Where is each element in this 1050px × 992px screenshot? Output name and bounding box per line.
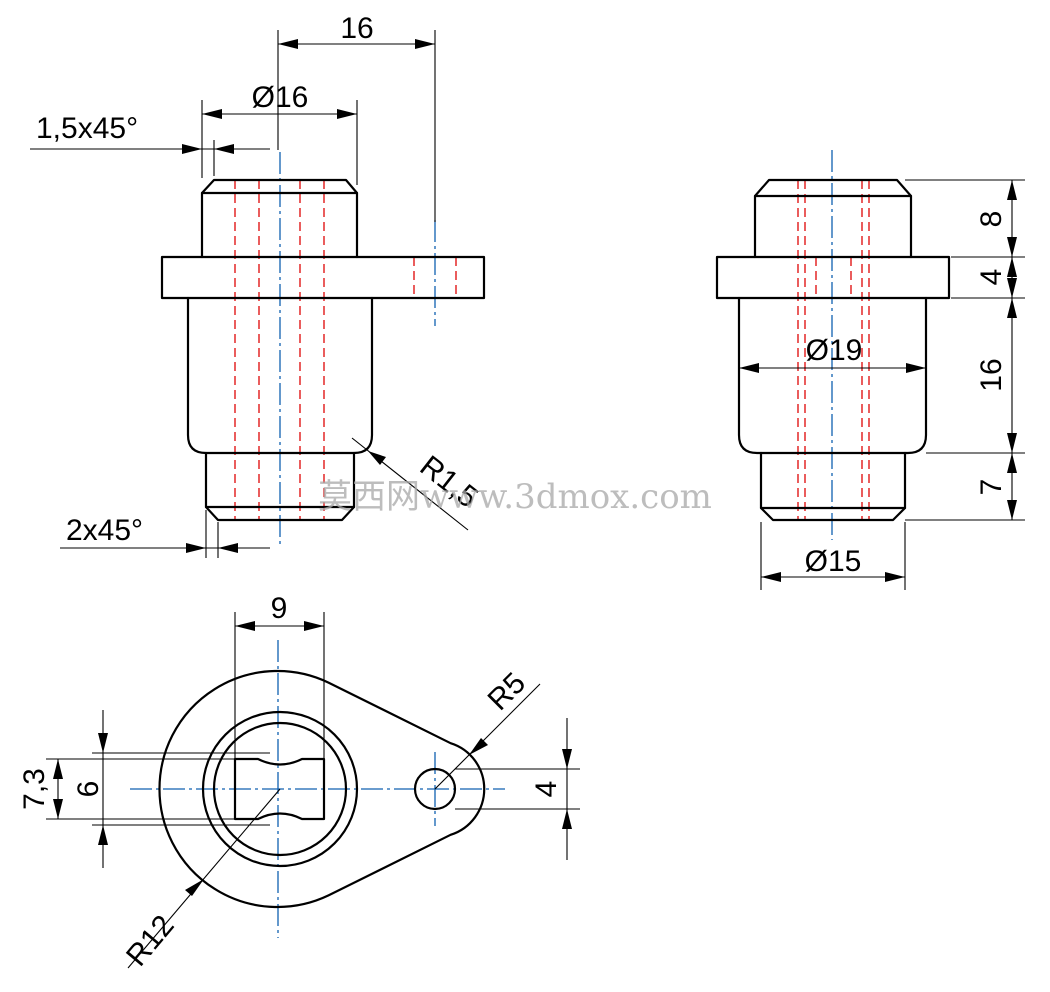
front-hidden-lines bbox=[234, 180, 457, 520]
front-head-outline bbox=[200, 178, 359, 259]
dim-body-diameter: Ø19 bbox=[739, 334, 926, 373]
side-view: 8 4 16 7 Ø19 Ø15 bbox=[715, 150, 1025, 590]
side-head-outline bbox=[753, 178, 913, 259]
dim-chamfer-bottom-label: 2x45° bbox=[66, 514, 143, 547]
dim-body-height-label: 16 bbox=[975, 358, 1008, 391]
dim-height-top: 16 bbox=[277, 12, 436, 222]
dim-neck-height-label: 7 bbox=[975, 479, 1008, 496]
top-view: 9 R5 4 7,3 bbox=[18, 592, 580, 972]
dim-radius-large-label: R12 bbox=[120, 909, 181, 972]
dim-body-diameter-label: Ø19 bbox=[806, 334, 863, 367]
dim-slot-width-label: 9 bbox=[271, 592, 288, 625]
front-neck-outline bbox=[204, 451, 356, 522]
dim-head-height-label: 8 bbox=[975, 211, 1008, 228]
dim-outer-flat: 7,3 bbox=[18, 710, 270, 868]
top-slot bbox=[233, 757, 326, 821]
dim-radius-small-label: R5 bbox=[482, 666, 532, 716]
dim-neck-diameter-label: Ø15 bbox=[805, 545, 862, 578]
side-hidden-lines bbox=[797, 180, 870, 520]
dim-hole-label: 4 bbox=[530, 781, 563, 798]
dim-diameter-top: Ø16 bbox=[201, 81, 358, 185]
dim-chamfer-bottom: 2x45° bbox=[60, 510, 270, 558]
front-flange bbox=[160, 255, 486, 300]
dim-radius-small: R5 bbox=[434, 666, 541, 790]
top-ring-outer bbox=[201, 710, 359, 868]
dim-inner-flat-label: 6 bbox=[72, 781, 105, 798]
watermark: 莫西网www.3dmox.com bbox=[318, 477, 712, 517]
side-flange bbox=[715, 255, 951, 300]
dim-neck-diameter: Ø15 bbox=[760, 522, 906, 590]
top-ring-inner bbox=[212, 721, 348, 857]
dim-height-top-label: 16 bbox=[340, 12, 373, 45]
dim-flange-height-label: 4 bbox=[975, 269, 1008, 286]
dim-inner-flat: 6 bbox=[46, 758, 235, 820]
dim-slot-width: 9 bbox=[234, 592, 325, 759]
dim-chamfer-top: 1,5x45° bbox=[30, 112, 270, 176]
dim-side-chain: 8 4 16 7 bbox=[905, 179, 1025, 521]
side-body-outline bbox=[737, 296, 928, 455]
top-outer-profile bbox=[158, 669, 486, 909]
front-body-outline bbox=[186, 296, 374, 455]
side-neck-outline bbox=[759, 451, 907, 522]
dim-radius-large: R12 bbox=[120, 788, 281, 972]
top-small-hole bbox=[413, 767, 457, 811]
dim-diameter-top-label: Ø16 bbox=[252, 81, 309, 114]
dim-outer-flat-label: 7,3 bbox=[18, 768, 51, 810]
dim-hole: 4 bbox=[455, 718, 580, 860]
dim-chamfer-top-label: 1,5x45° bbox=[36, 112, 138, 145]
